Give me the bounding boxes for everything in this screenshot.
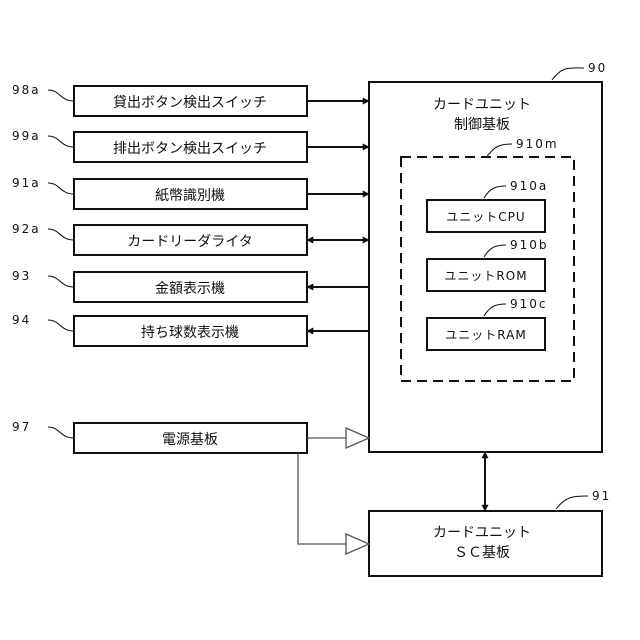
power-line-to-sc-board [298,453,346,544]
block-label: 排出ボタン検出スイッチ [113,141,267,157]
ref-number: 91a [12,176,41,190]
block-label: ユニットCPU [446,210,525,224]
block-bill-validator: 紙幣識別機 91a [12,176,307,209]
block-discharge-button-switch: 排出ボタン検出スイッチ 99a [12,129,307,162]
ref-number: 910m [516,137,559,151]
board-title-line1: カードユニット [433,525,531,541]
block-label: 貸出ボタン検出スイッチ [113,95,267,111]
ref-number: 910b [510,238,549,252]
block-label: 電源基板 [162,431,218,448]
block-label: 金額表示機 [155,281,225,297]
ref-number: 98a [12,83,41,97]
board-title-line2: ＳＣ基板 [454,544,510,561]
ref-number: 92a [12,222,41,236]
power-arrowhead-control [346,428,369,448]
ref-number: 91 [592,489,611,503]
ref-number: 93 [12,269,31,283]
block-lend-button-switch: 貸出ボタン検出スイッチ 98a [12,83,307,116]
block-label: 持ち球数表示機 [141,325,239,341]
block-amount-display: 金額表示機 93 [12,269,307,302]
ref-leader [552,68,584,80]
ref-number: 94 [12,313,31,327]
power-arrowhead-sc [346,534,369,554]
board-title-line1: カードユニット [433,97,531,113]
block-card-reader-writer: カードリーダライタ 92a [12,222,307,255]
ref-number: 910a [510,179,548,193]
block-label: 紙幣識別機 [155,188,225,204]
block-sc-board: カードユニット ＳＣ基板 91 [369,489,611,576]
ref-number: 99a [12,129,41,143]
ref-number: 910c [510,297,548,311]
ref-number: 90 [588,61,607,75]
board-title-line2: 制御基板 [454,116,510,133]
ref-leader [556,496,588,509]
ref-number: 97 [12,420,31,434]
block-ball-count-display: 持ち球数表示機 94 [12,313,307,346]
block-control-board: カードユニット 制御基板 90 [369,61,607,452]
block-label: ユニットROM [444,269,527,283]
block-power-board: 電源基板 97 [12,420,307,453]
block-label: カードリーダライタ [127,234,252,250]
block-label: ユニットRAM [445,328,526,342]
